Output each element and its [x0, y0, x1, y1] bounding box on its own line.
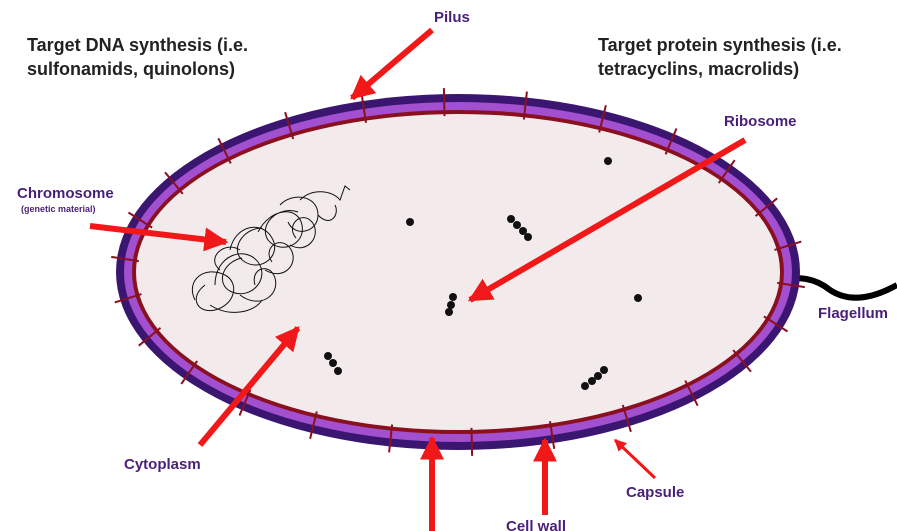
ribosome-dot: [513, 221, 521, 229]
flagellum-label: Flagellum: [818, 305, 888, 322]
ribosome-dot: [334, 367, 342, 375]
capsule-arrow: [615, 440, 655, 478]
ribosome-dot: [600, 366, 608, 374]
chromosome-label: Chromosome: [17, 185, 114, 202]
ribosome-dot: [588, 377, 596, 385]
ribosome-dot: [634, 294, 642, 302]
ribosome-label: Ribosome: [724, 113, 797, 130]
ribosome-dot: [449, 293, 457, 301]
cytoplasm-label: Cytoplasm: [124, 456, 201, 473]
ribosome-dot: [329, 359, 337, 367]
ribosome-dot: [524, 233, 532, 241]
ribosome-dot: [447, 301, 455, 309]
ribosome-dot: [324, 352, 332, 360]
ribosome-dot: [507, 215, 515, 223]
capsule-label: Capsule: [626, 484, 684, 501]
ribosome-dot: [604, 157, 612, 165]
ribosome-dot: [406, 218, 414, 226]
cell-wall-label: Cell wall: [506, 518, 566, 531]
ribosome-dot: [445, 308, 453, 316]
protein-target-line1: Target protein synthesis (i.e.: [598, 35, 842, 55]
dna-target-line2: sulfonamids, quinolons): [27, 59, 235, 79]
pilus-spike: [444, 88, 445, 116]
pilus-arrow: [352, 30, 432, 98]
chromosome-sublabel: (genetic material): [21, 204, 96, 214]
pilus-label: Pilus: [434, 9, 470, 26]
pilus-spike: [472, 428, 473, 456]
cytoplasm-region: [136, 114, 780, 430]
ribosome-dot: [581, 382, 589, 390]
dna-target-line1: Target DNA synthesis (i.e.: [27, 35, 248, 55]
protein-target-line2: tetracyclins, macrolids): [598, 59, 799, 79]
